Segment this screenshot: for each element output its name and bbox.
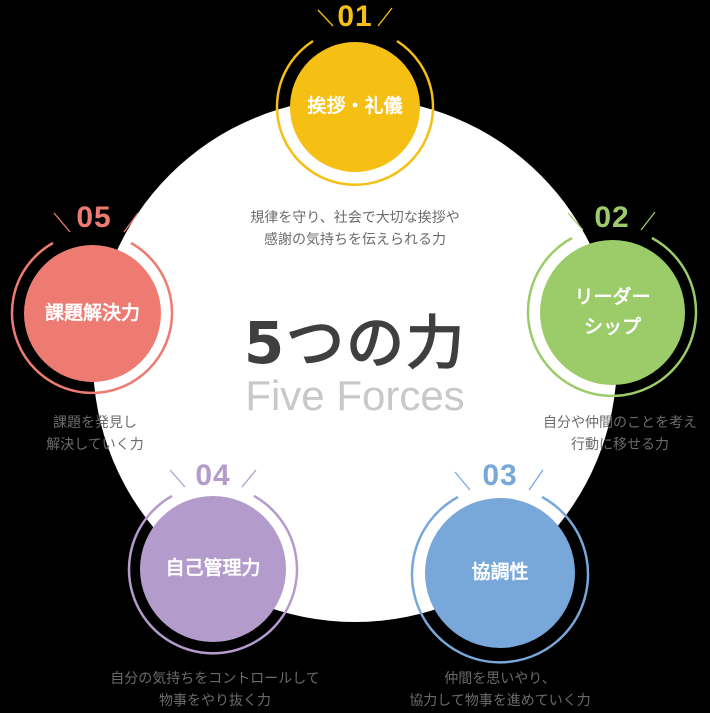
tick-01-right — [377, 7, 393, 27]
tick-04-right — [241, 469, 257, 488]
tick-05-left — [53, 212, 71, 233]
force-description-05: 課題を発見し 解決していく力 — [46, 415, 144, 454]
force-description-01: 規律を守り、社会で大切な挨拶や 感謝の気持ちを伝えられる力 — [250, 210, 460, 249]
ring-05 — [10, 241, 174, 395]
tick-04-left — [169, 469, 186, 488]
tick-05-right — [123, 212, 139, 233]
force-number: 04 — [195, 459, 231, 492]
force-label: リーダー シップ — [540, 240, 685, 385]
tick-01-left — [317, 9, 334, 27]
tick-02-left — [567, 212, 584, 231]
ring-02 — [526, 236, 698, 398]
force-number: 03 — [482, 459, 518, 492]
force-label: 挨拶・礼儀 — [290, 42, 420, 172]
tick-03-left — [454, 471, 471, 491]
tick-03-right — [528, 469, 544, 491]
ring-04 — [127, 494, 299, 655]
force-label: 課題解決力 — [24, 245, 161, 382]
center-title: 5つの力 — [243, 309, 467, 377]
force-label: 協調性 — [425, 498, 575, 648]
force-number: 05 — [76, 201, 112, 234]
force-number: 01 — [337, 0, 373, 33]
tick-02-right — [640, 211, 656, 231]
force-description-04: 自分の気持ちをコントロールして 物事をやり抜く力 — [110, 671, 320, 710]
ring-03 — [410, 495, 590, 664]
ring-01 — [275, 39, 435, 186]
force-label: 自己管理力 — [140, 496, 286, 642]
force-description-02: 自分や仲間のことを考え 行動に移せる力 — [543, 415, 697, 454]
force-description-03: 仲間を思いやり、 協力して物事を進めていく力 — [409, 671, 591, 710]
center-subtitle: Five Forces — [245, 372, 465, 419]
force-number: 02 — [594, 201, 630, 234]
